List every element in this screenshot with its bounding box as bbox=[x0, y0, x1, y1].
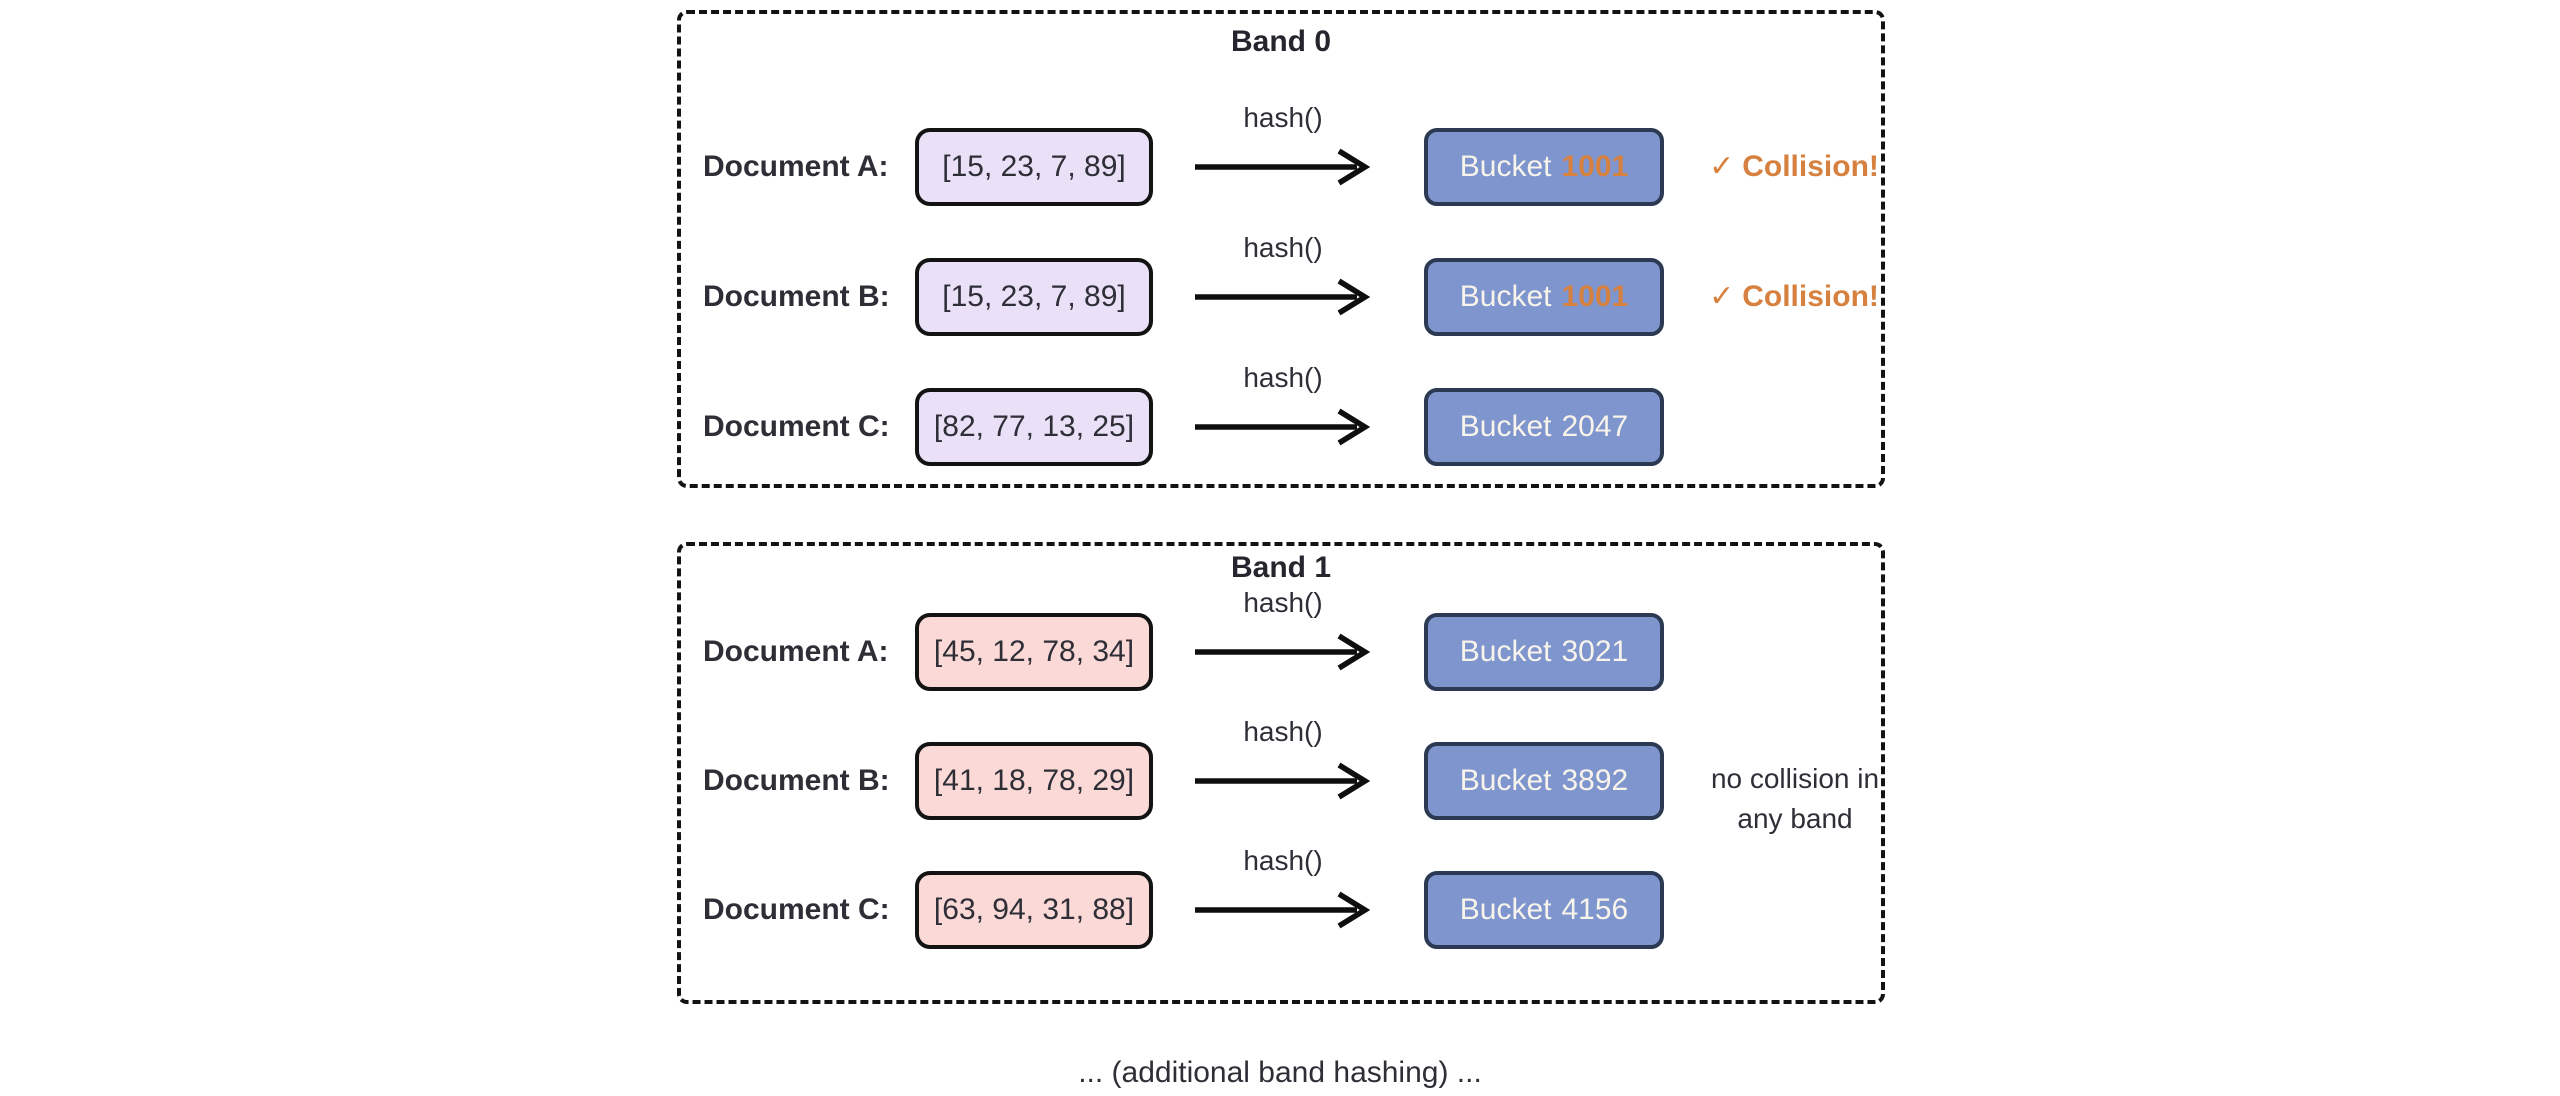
document-row: Document B: [15, 23, 7, 89] hash() Bucke… bbox=[681, 232, 1881, 336]
annotation-line: no collision in bbox=[1710, 763, 1880, 794]
band-0-box: Band 0 Document A: [15, 23, 7, 89] hash(… bbox=[677, 10, 1885, 488]
bucket-number: 2047 bbox=[1561, 410, 1629, 443]
checkmark-icon: ✓ bbox=[1709, 280, 1735, 313]
hash-function-label: hash() bbox=[1243, 845, 1323, 876]
hash-function-label: hash() bbox=[1243, 102, 1323, 133]
arrow-icon bbox=[1195, 148, 1371, 186]
bucket-number: 3892 bbox=[1561, 764, 1629, 797]
minhash-vector-values: [82, 77, 13, 25] bbox=[933, 410, 1135, 443]
hash-function-label: hash() bbox=[1243, 587, 1323, 618]
bucket-box: Bucket 2047 bbox=[1424, 388, 1664, 466]
no-collision-annotation: no collision in any band bbox=[1690, 759, 1900, 839]
document-label: Document A: bbox=[703, 150, 889, 183]
hash-function-label: hash() bbox=[1243, 716, 1323, 747]
minhash-vector-box: [15, 23, 7, 89] bbox=[915, 258, 1153, 336]
minhash-vector-box: [15, 23, 7, 89] bbox=[915, 128, 1153, 206]
document-row: Document B: [41, 18, 78, 29] hash() Buck… bbox=[681, 716, 1881, 820]
document-label: Document A: bbox=[703, 635, 889, 668]
minhash-vector-box: [82, 77, 13, 25] bbox=[915, 388, 1153, 466]
collision-note bbox=[1689, 388, 1899, 466]
document-row: Document C: [63, 94, 31, 88] hash() Buck… bbox=[681, 845, 1881, 949]
checkmark-icon: ✓ bbox=[1709, 150, 1735, 183]
band-1-box: Band 1 Document A: [45, 12, 78, 34] hash… bbox=[677, 542, 1885, 1004]
bucket-number: 4156 bbox=[1561, 893, 1629, 926]
document-label: Document B: bbox=[703, 764, 890, 797]
bucket-box: Bucket 4156 bbox=[1424, 871, 1664, 949]
minhash-vector-box: [41, 18, 78, 29] bbox=[915, 742, 1153, 820]
bucket-number: 3021 bbox=[1561, 635, 1629, 668]
document-row: Document A: [15, 23, 7, 89] hash() Bucke… bbox=[681, 102, 1881, 206]
collision-label: Collision! bbox=[1742, 150, 1879, 183]
collision-note: ✓Collision! bbox=[1689, 258, 1899, 336]
document-label: Document B: bbox=[703, 280, 890, 313]
arrow-icon bbox=[1195, 891, 1371, 929]
arrow-icon bbox=[1195, 762, 1371, 800]
bucket-box: Bucket 1001 bbox=[1424, 258, 1664, 336]
document-label: Document C: bbox=[703, 410, 890, 443]
document-row: Document C: [82, 77, 13, 25] hash() Buck… bbox=[681, 362, 1881, 466]
bucket-box: Bucket 3021 bbox=[1424, 613, 1664, 691]
minhash-vector-box: [45, 12, 78, 34] bbox=[915, 613, 1153, 691]
minhash-vector-values: [63, 94, 31, 88] bbox=[933, 893, 1135, 926]
document-row: Document A: [45, 12, 78, 34] hash() Buck… bbox=[681, 587, 1881, 691]
bucket-word: Bucket bbox=[1459, 410, 1552, 443]
bucket-word: Bucket bbox=[1459, 635, 1552, 668]
minhash-vector-box: [63, 94, 31, 88] bbox=[915, 871, 1153, 949]
bucket-word: Bucket bbox=[1459, 150, 1552, 183]
band-title: Band 1 bbox=[1230, 551, 1332, 584]
hash-function-label: hash() bbox=[1243, 362, 1323, 393]
bucket-number: 1001 bbox=[1561, 280, 1629, 313]
minhash-vector-values: [15, 23, 7, 89] bbox=[942, 150, 1126, 183]
bucket-box: Bucket 3892 bbox=[1424, 742, 1664, 820]
footer-note: ... (additional band hashing) ... bbox=[1078, 1056, 1482, 1089]
bucket-word: Bucket bbox=[1459, 280, 1552, 313]
bucket-number: 1001 bbox=[1561, 150, 1629, 183]
collision-label: Collision! bbox=[1742, 280, 1879, 313]
document-label: Document C: bbox=[703, 893, 890, 926]
bucket-box: Bucket 1001 bbox=[1424, 128, 1664, 206]
minhash-vector-values: [41, 18, 78, 29] bbox=[933, 764, 1135, 797]
collision-note: ✓Collision! bbox=[1689, 128, 1899, 206]
minhash-vector-values: [45, 12, 78, 34] bbox=[933, 635, 1135, 668]
arrow-icon bbox=[1195, 633, 1371, 671]
hash-function-label: hash() bbox=[1243, 232, 1323, 263]
arrow-icon bbox=[1195, 408, 1371, 446]
annotation-line: any band bbox=[1737, 803, 1853, 834]
band-title: Band 0 bbox=[1230, 25, 1332, 58]
minhash-vector-values: [15, 23, 7, 89] bbox=[942, 280, 1126, 313]
arrow-icon bbox=[1195, 278, 1371, 316]
bucket-word: Bucket bbox=[1459, 893, 1552, 926]
bucket-word: Bucket bbox=[1459, 764, 1552, 797]
